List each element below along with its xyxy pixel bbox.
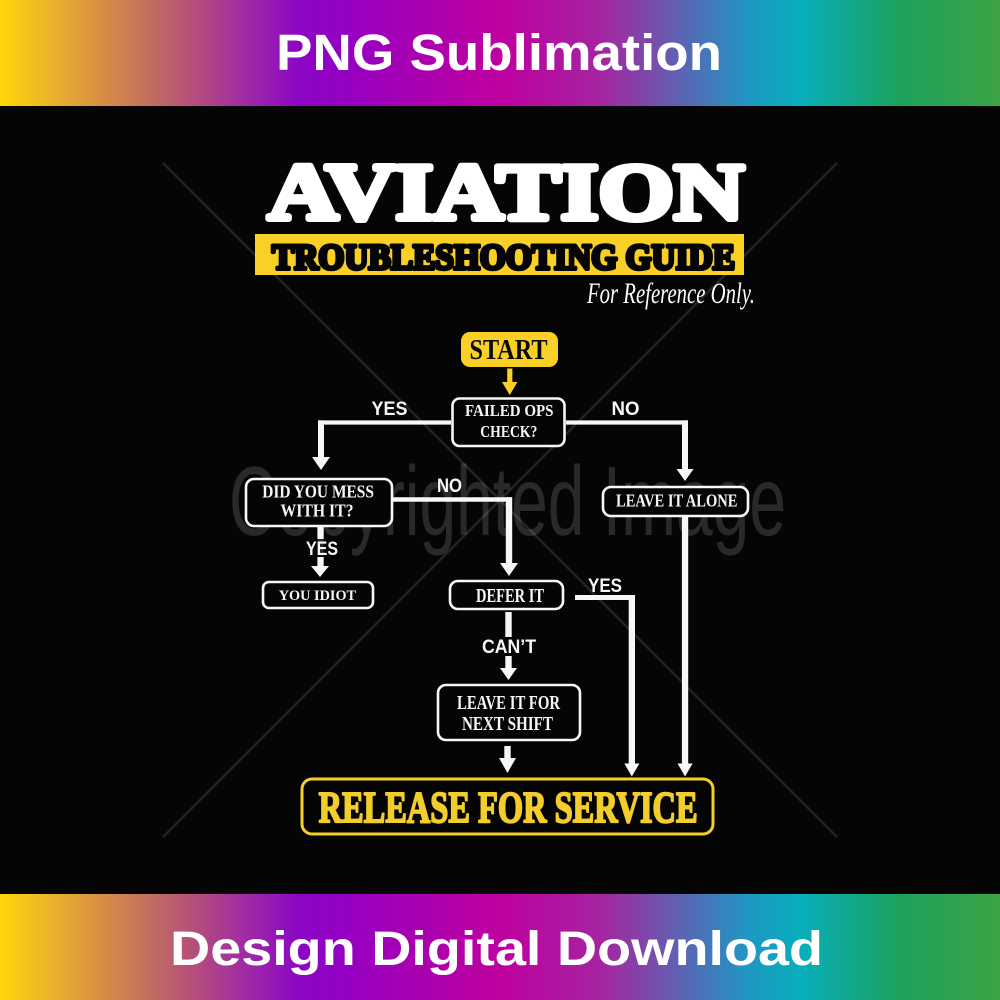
svg-text:DEFER IT: DEFER IT	[476, 586, 544, 607]
svg-text:RELEASE FOR SERVICE: RELEASE FOR SERVICE	[319, 783, 698, 832]
svg-text:YES: YES	[306, 539, 338, 560]
svg-text:LEAVE IT FOR: LEAVE IT FOR	[457, 693, 561, 714]
svg-text:NO: NO	[612, 399, 640, 420]
svg-text:LEAVE IT ALONE: LEAVE IT ALONE	[616, 491, 738, 511]
svg-text:NEXT SHIFT: NEXT SHIFT	[462, 714, 553, 735]
svg-text:YOU IDIOT: YOU IDIOT	[279, 588, 356, 604]
svg-text:YES: YES	[588, 576, 622, 597]
svg-text:FAILED OPS: FAILED OPS	[465, 401, 554, 420]
svg-text:TROUBLESHOOTING GUIDE: TROUBLESHOOTING GUIDE	[272, 237, 735, 277]
svg-text:AVIATION: AVIATION	[268, 149, 744, 237]
svg-text:PNG Sublimation: PNG Sublimation	[276, 24, 722, 81]
svg-text:For Reference Only.: For Reference Only.	[586, 277, 755, 310]
svg-text:CAN’T: CAN’T	[482, 637, 536, 658]
svg-text:START: START	[470, 335, 548, 366]
svg-text:WITH IT?: WITH IT?	[281, 501, 354, 521]
svg-text:Design Digital Download: Design Digital Download	[170, 923, 823, 976]
svg-text:NO: NO	[437, 476, 462, 497]
svg-text:CHECK?: CHECK?	[480, 422, 537, 441]
svg-text:DID YOU MESS: DID YOU MESS	[262, 482, 374, 502]
svg-text:YES: YES	[372, 399, 408, 420]
